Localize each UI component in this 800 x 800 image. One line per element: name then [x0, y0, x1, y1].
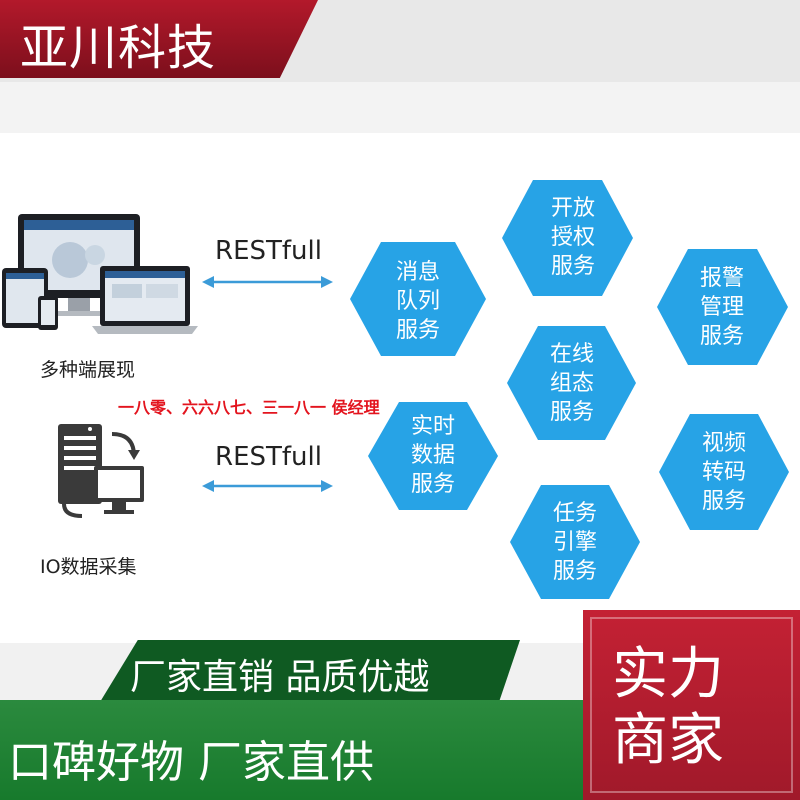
double-arrow-top-icon: [202, 276, 333, 288]
hex-label-task-engine: 任务引擎服务: [552, 501, 597, 584]
green-bar: [0, 700, 600, 800]
rest-label-bottom: RESTfull: [215, 442, 322, 472]
brand-title: 亚川科技: [20, 20, 217, 76]
rest-label-top: RESTfull: [215, 236, 322, 266]
green-tab: [100, 640, 520, 702]
hex-label-alarm-manage: 报警管理服务: [699, 266, 744, 349]
hex-label-online-config: 在线组态服务: [549, 342, 594, 425]
red-badge-text: 实力 商家: [612, 642, 724, 773]
hex-video-transcode: [659, 414, 789, 530]
double-arrow-bottom-icon: [202, 480, 333, 492]
hex-label-open-auth: 开放授权服务: [550, 196, 595, 279]
header-gap: [0, 82, 800, 133]
io-server-icon: [58, 424, 144, 518]
hex-alarm-manage: [657, 249, 788, 365]
hex-label-message-queue: 消息队列服务: [395, 260, 440, 343]
hex-realtime-data: [368, 402, 498, 510]
multi-device-icon: [2, 214, 198, 334]
contact-text: 一八零、六六八七、三一八一 侯经理: [118, 398, 380, 417]
hex-label-realtime-data: 实时数据服务: [410, 414, 455, 497]
io-caption: IO数据采集: [40, 556, 137, 578]
green-tab-text: 厂家直销 品质优越: [130, 657, 430, 698]
hex-message-queue: [350, 242, 486, 356]
display-caption: 多种端展现: [40, 359, 136, 381]
red-badge: [583, 610, 800, 800]
hex-open-auth: [502, 180, 633, 296]
hex-task-engine: [510, 485, 640, 599]
brand-tab: [0, 0, 318, 78]
red-badge-frame: [590, 617, 793, 793]
hex-label-video-transcode: 视频转码服务: [701, 431, 746, 514]
hex-online-config: [507, 326, 636, 440]
green-bar-text: 口碑好物 厂家直供: [8, 737, 374, 788]
